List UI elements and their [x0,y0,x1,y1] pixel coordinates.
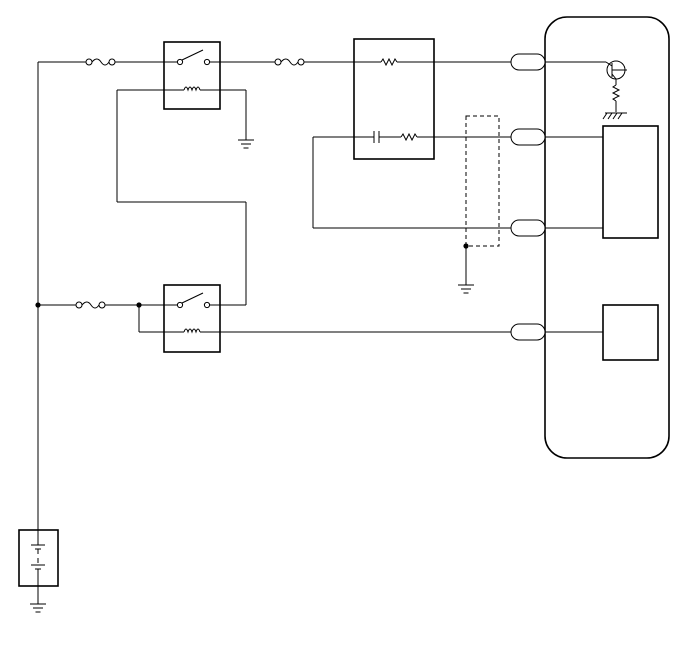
power-bus [35,61,86,530]
rc-component-box [353,38,435,160]
connector-pin-2 [510,128,546,146]
module-circuit-block-2 [602,304,659,361]
control-module [544,16,670,459]
internal-resistor [611,84,621,112]
shielded-wire [463,115,500,285]
ground-symbol-battery [30,586,46,613]
battery [18,529,59,587]
fuse-1 [85,58,164,66]
connector-pin-4 [510,323,546,341]
transistor [605,60,627,85]
ground-symbol-shield [458,284,474,294]
ground-symbol-relay-1 [238,139,254,149]
chassis-ground-icon [602,112,627,120]
relay-1 [163,41,221,110]
relay-2 [163,284,221,353]
fuse-2 [274,58,354,66]
module-internal-wiring [545,61,606,333]
module-circuit-block-1 [602,125,659,239]
connector-pin-3 [510,219,546,237]
connector-pin-1 [510,53,546,71]
connector-pins [510,53,546,341]
wire-sensor-return [312,136,512,229]
fuse-3 [75,301,164,333]
relay-1-coil-wiring [116,89,247,305]
